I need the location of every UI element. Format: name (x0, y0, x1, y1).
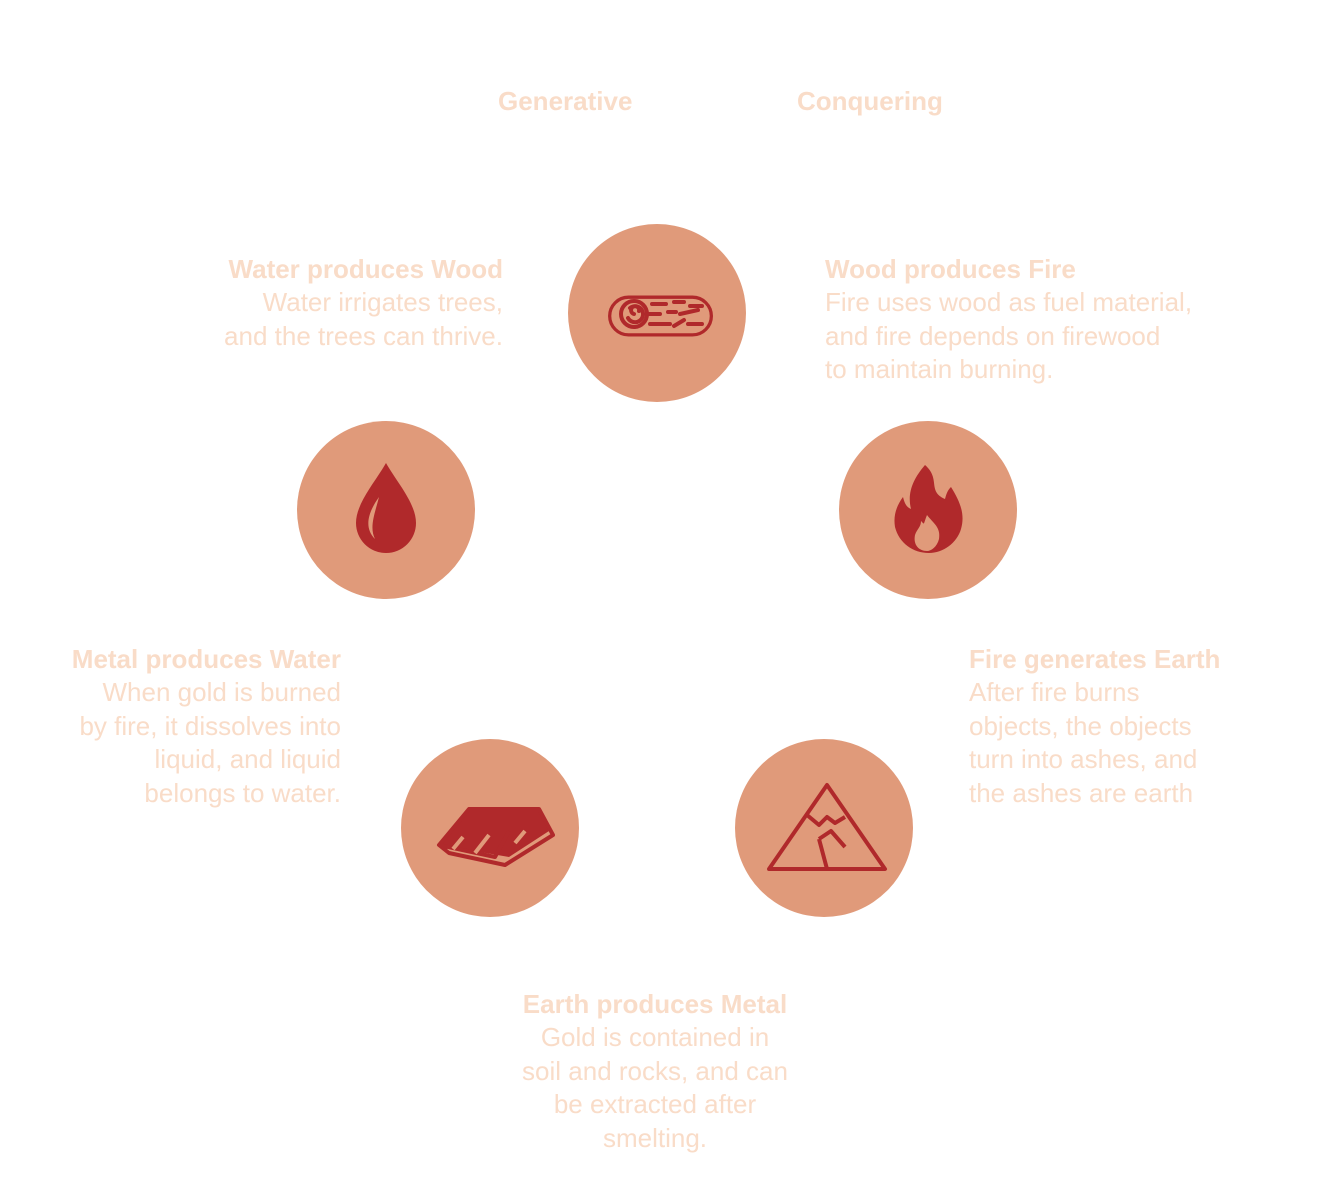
mountain-icon (767, 783, 887, 871)
fire-earth-title: Fire generates Earth (969, 643, 1221, 674)
metal-circle (401, 739, 579, 917)
log-icon (608, 295, 713, 337)
earth-metal-title: Earth produces Metal (522, 988, 788, 1019)
fire-earth-body: After fire burns objects, the objects tu… (969, 677, 1198, 808)
generative-label: Generative (498, 86, 633, 116)
metal-water-title: Metal produces Water (71, 643, 341, 674)
gold-bar-icon (437, 807, 555, 867)
fire-circle (839, 421, 1017, 599)
wood-circle (568, 224, 746, 402)
water-wood-body: Water irrigates trees, and the trees can… (224, 287, 503, 351)
earth-metal-body: Gold is contained in soil and rocks, and… (522, 1022, 788, 1153)
water-drop-icon (356, 463, 416, 553)
conquering-label: Conquering (797, 86, 943, 116)
earth-circle (735, 739, 913, 917)
fire-icon (894, 465, 963, 553)
water-wood-title: Water produces Wood (228, 253, 503, 284)
wood-fire-title: Wood produces Fire (825, 253, 1076, 284)
water-circle (297, 421, 475, 599)
metal-water-body: When gold is burned by fire, it dissolve… (79, 677, 341, 808)
wood-fire-body: Fire uses wood as fuel material, and fir… (825, 287, 1193, 384)
